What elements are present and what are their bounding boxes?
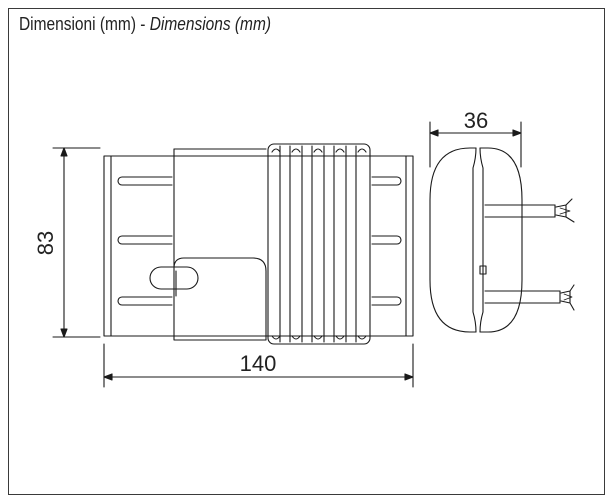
- side-view-shell: [429, 147, 477, 333]
- depth-value: 36: [464, 108, 488, 133]
- front-view: [103, 143, 414, 345]
- ribbed-sleeve: [267, 143, 371, 345]
- side-view: [429, 147, 575, 333]
- title-italian: Dimensioni (mm): [19, 14, 136, 34]
- height-dimension: [52, 147, 101, 338]
- latch-oval: [149, 266, 199, 290]
- upper-cable: [484, 198, 575, 223]
- lower-cable: [484, 284, 575, 311]
- drawing-frame: [8, 8, 605, 495]
- depth-dimension: [429, 121, 522, 168]
- page-title: Dimensioni (mm) - Dimensions (mm): [19, 14, 271, 35]
- right-slots: [371, 176, 402, 306]
- length-dimension: [103, 343, 414, 388]
- length-value: 140: [240, 351, 277, 376]
- title-separator: -: [135, 14, 150, 34]
- title-english: Dimensions (mm): [149, 14, 272, 34]
- height-value: 83: [33, 231, 58, 255]
- left-slots: [117, 176, 173, 306]
- front-view-cap: [173, 148, 267, 341]
- front-view-body: [103, 155, 414, 337]
